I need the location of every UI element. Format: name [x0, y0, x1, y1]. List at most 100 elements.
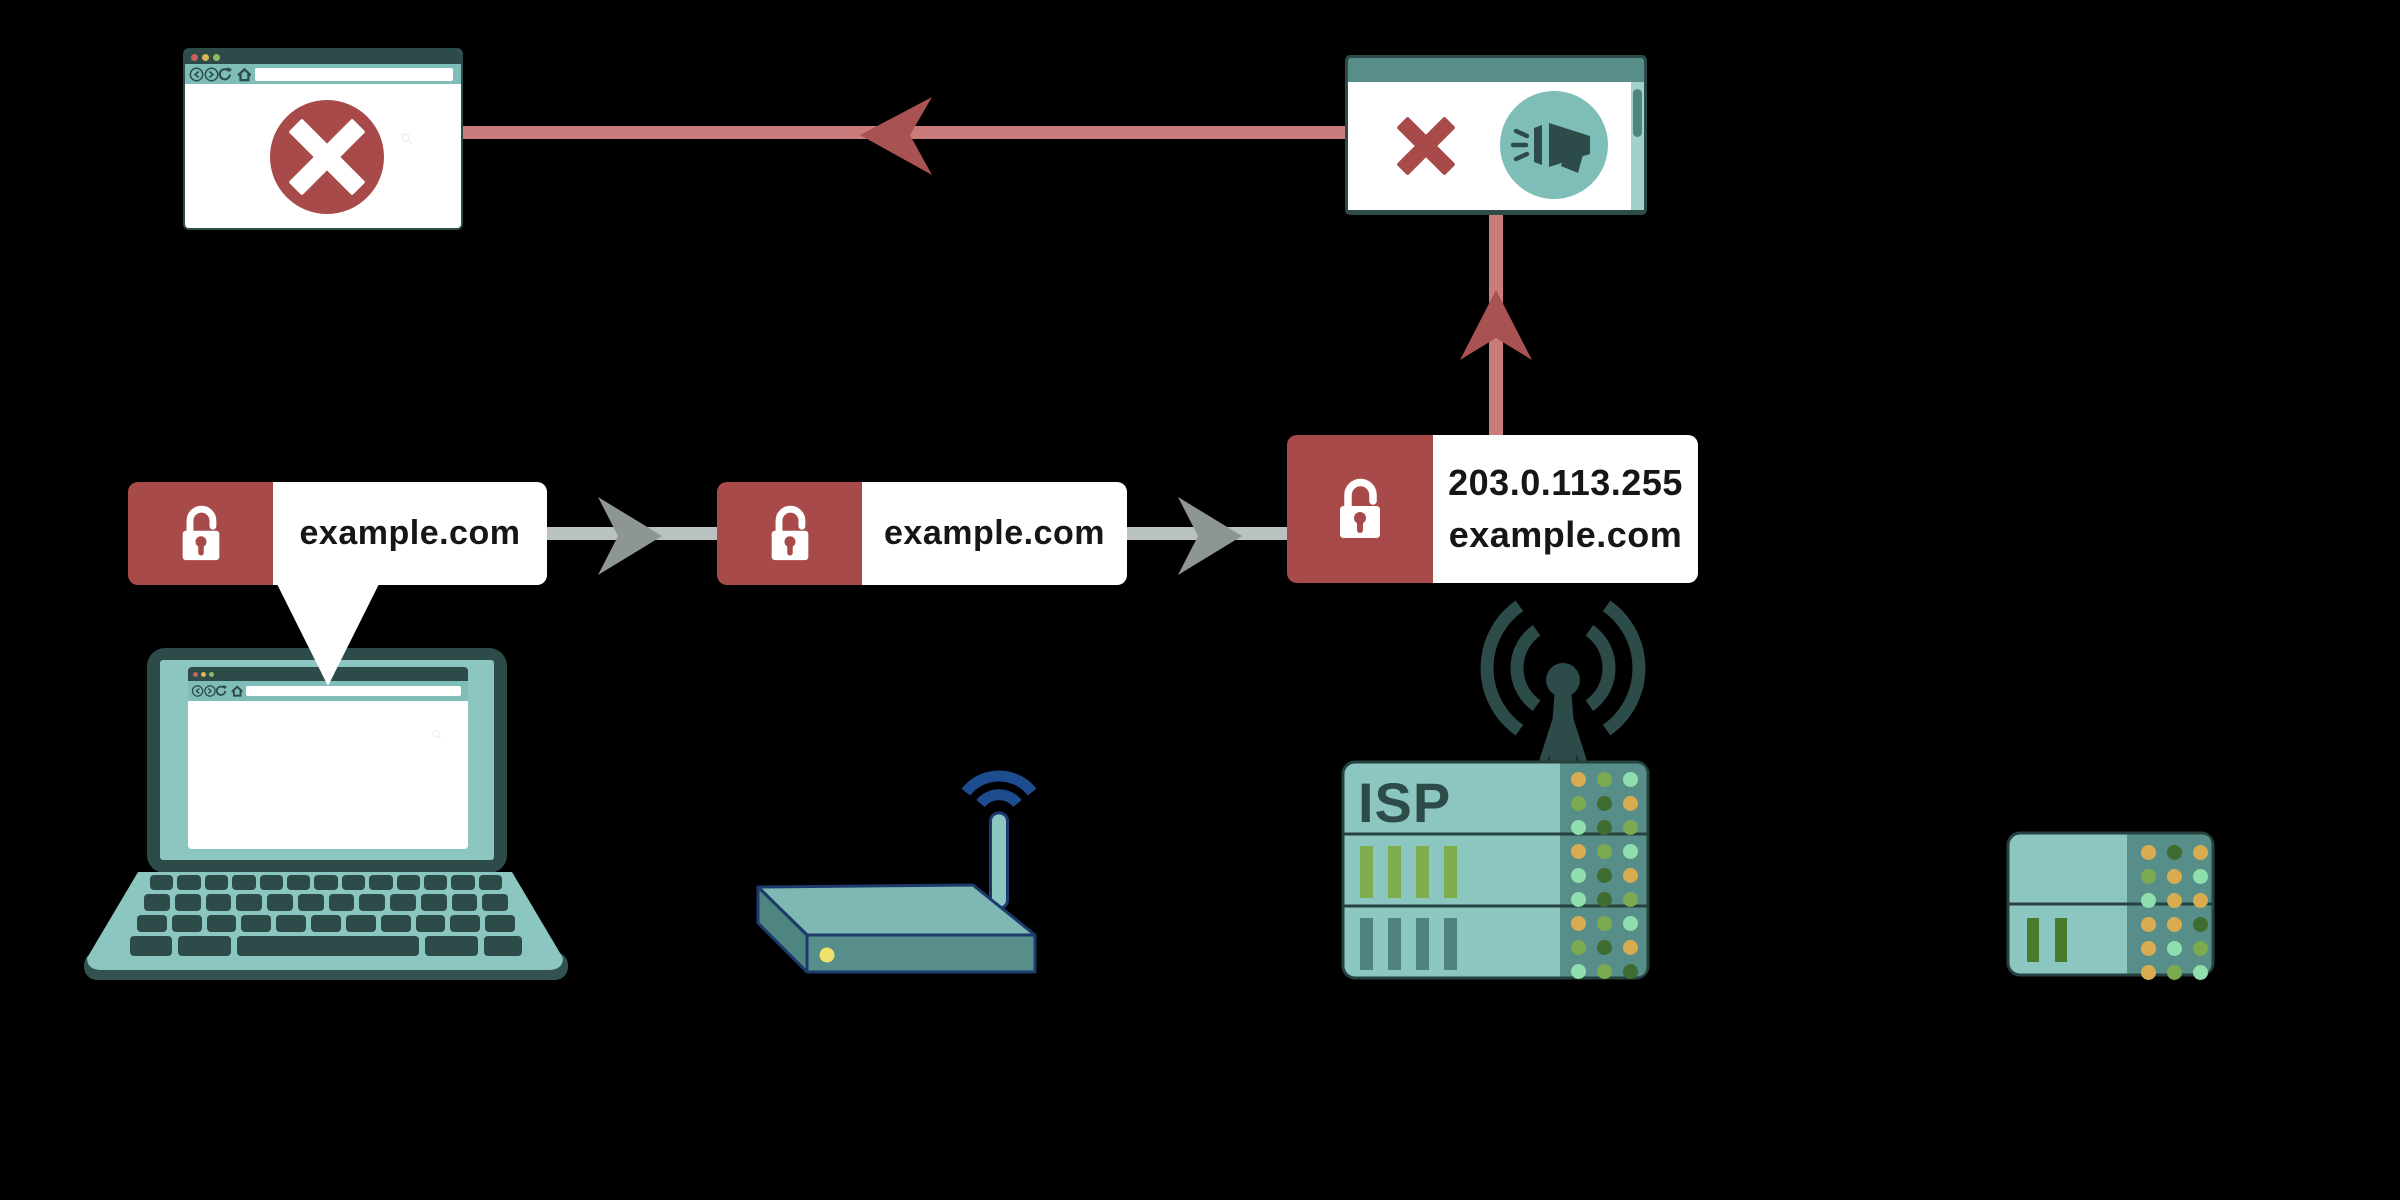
window-title-bar: [185, 50, 461, 64]
wifi-signal-icon: [961, 770, 1037, 808]
keyboard-row: [144, 894, 508, 911]
blocked-page-browser-window: [183, 48, 463, 230]
magnifier-watermark-icon: [400, 132, 413, 145]
keyboard-row-spacebar: [130, 936, 522, 956]
key: [130, 936, 172, 956]
request-host-text: example.com: [299, 514, 521, 552]
blocked-page-content: [185, 84, 461, 228]
key: [450, 915, 481, 932]
blockpage-browser-window: [1345, 55, 1647, 215]
key: [177, 875, 201, 890]
dns-request-label-1: example.com: [128, 482, 547, 585]
key: [232, 875, 256, 890]
keyboard-row: [137, 915, 515, 932]
key: [174, 894, 201, 911]
keyboard-row: [150, 875, 503, 890]
blockpage-send-arrowhead-icon: [1460, 290, 1532, 360]
dns-request-label-2: example.com: [717, 482, 1127, 585]
window-header-bar: [1348, 58, 1644, 82]
radio-antenna-icon: [1538, 663, 1588, 764]
led-panel: [2138, 917, 2210, 980]
isp-label: ISP: [1358, 771, 1452, 834]
laptop-address-bar: [246, 686, 461, 696]
key: [420, 894, 447, 911]
signal-waves-icon: [1480, 600, 1646, 736]
led-panel: [1566, 772, 1642, 835]
key: [236, 894, 262, 911]
browser-toolbar: [185, 64, 461, 84]
blockpage-content: [1348, 82, 1644, 210]
key: [482, 894, 508, 911]
insecure-open-padlock-icon: [1287, 435, 1433, 583]
green-traffic-dot: [209, 671, 214, 677]
led-panel: [1566, 916, 1642, 979]
response-host-text: example.com: [1448, 514, 1683, 555]
red-traffic-dot: [191, 53, 198, 61]
key: [276, 915, 307, 932]
router-led: [819, 947, 835, 963]
key: [205, 894, 232, 911]
laptop-browser-window: [188, 667, 468, 849]
insecure-open-padlock-icon: [128, 482, 273, 585]
key: [314, 875, 338, 890]
key: [137, 915, 167, 932]
request-arrow-1-head-icon: [598, 497, 662, 575]
key: [206, 915, 237, 932]
key: [267, 894, 293, 911]
key: [259, 875, 283, 890]
activity-bars-green: [1360, 846, 1457, 898]
key: [345, 915, 376, 932]
router-antenna: [989, 811, 1009, 910]
megaphone-icon: [1510, 123, 1590, 173]
key: [359, 894, 385, 911]
led-panel: [2138, 845, 2210, 908]
block-return-arrowhead-icon: [860, 97, 932, 175]
dns-response-label: 203.0.113.255 example.com: [1287, 435, 1698, 583]
key: [424, 936, 479, 956]
key: [311, 915, 341, 932]
key: [241, 915, 272, 932]
key: [177, 936, 231, 956]
magnifier-watermark-icon: [431, 729, 442, 740]
key: [451, 894, 478, 911]
key: [341, 875, 366, 890]
key: [451, 875, 475, 890]
key: [204, 875, 229, 890]
router-body: [756, 883, 1037, 974]
address-bar: [255, 67, 453, 81]
blocked-circle-x-icon: [270, 100, 384, 214]
key: [286, 875, 311, 890]
speech-bubble-tail: [277, 584, 379, 686]
green-traffic-dot: [213, 53, 220, 61]
key: [328, 894, 355, 911]
announcement-badge: [1500, 91, 1608, 199]
spacebar-key: [236, 936, 419, 956]
close-x-icon: [1397, 117, 1455, 175]
laptop-page-content: [188, 701, 468, 849]
red-traffic-dot: [193, 671, 198, 677]
activity-bars-dark-green: [2027, 918, 2067, 962]
activity-bars-teal: [1360, 918, 1457, 970]
key: [396, 875, 420, 890]
key: [171, 915, 202, 932]
insecure-open-padlock-icon: [717, 482, 862, 585]
key: [380, 915, 411, 932]
key: [423, 875, 448, 890]
key: [150, 875, 174, 890]
browser-nav-icons: [189, 66, 251, 83]
scrollbar-thumb: [1633, 89, 1642, 137]
request-arrow-2-head-icon: [1178, 497, 1242, 575]
laptop-browser-toolbar: [188, 681, 468, 701]
wifi-router: [756, 770, 1037, 974]
browser-nav-icons: [191, 684, 243, 698]
key: [390, 894, 416, 911]
key: [484, 936, 522, 956]
led-panel: [1566, 844, 1642, 907]
key: [144, 894, 170, 911]
key: [478, 875, 503, 890]
scrollbar-track: [1631, 82, 1644, 210]
key: [415, 915, 446, 932]
request-host-text: example.com: [884, 514, 1105, 552]
yellow-traffic-dot: [202, 53, 209, 61]
